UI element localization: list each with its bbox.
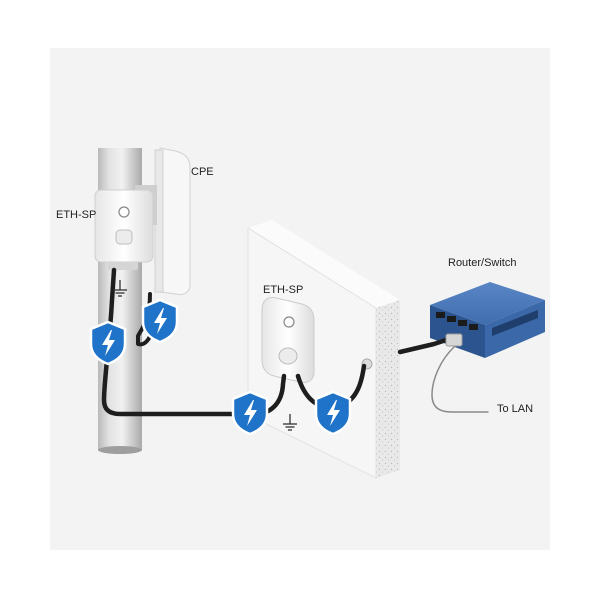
lan-cable xyxy=(431,345,489,413)
shield-lightning-icon xyxy=(89,320,127,366)
eth-sp-pole-device xyxy=(94,189,154,270)
shield-lightning-icon xyxy=(141,298,179,344)
rj45-connector xyxy=(445,333,463,347)
ubiquiti-u-icon xyxy=(118,206,130,218)
eth-sp-wall-label: ETH-SP xyxy=(263,284,304,296)
cpe-label: CPE xyxy=(191,166,214,178)
shield-lightning-icon xyxy=(231,390,269,436)
shield-lightning-icon xyxy=(314,390,352,436)
eth-sp-wall-device xyxy=(261,297,315,383)
router-switch-device xyxy=(430,282,545,358)
eth-sp-pole-label: ETH-SP xyxy=(56,209,97,221)
router-switch-label: Router/Switch xyxy=(448,257,517,269)
ubiquiti-u-icon xyxy=(283,316,295,328)
to-lan-label: To LAN xyxy=(497,403,534,415)
